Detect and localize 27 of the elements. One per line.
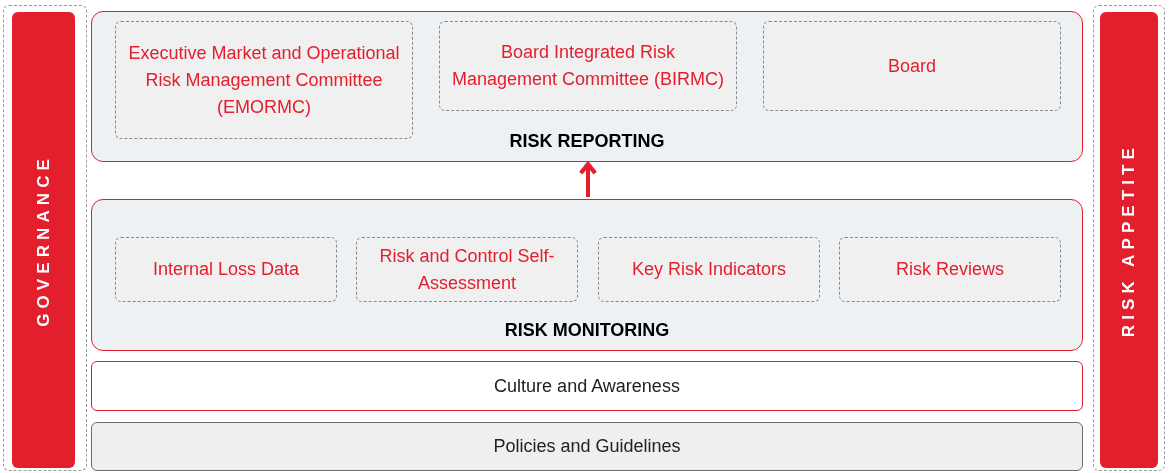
dashed-box [115,21,413,139]
box-label: Internal Loss Data [152,258,300,281]
box-label: Risk and Control Self-Assessment [378,244,556,295]
dashed-box [839,237,1061,302]
dashed-box [598,237,820,302]
dashed-box [763,21,1061,111]
dashed-box [115,237,337,302]
dashed-box [356,237,578,302]
panel-heading: RISK MONITORING [504,319,670,342]
layer-label: Policies and Guidelines [493,435,681,458]
arrow [578,162,598,197]
box-label: Risk Reviews [896,258,1004,281]
dashed-box [439,21,737,111]
banner-label: GOVERNANCE [32,153,54,327]
vertical-banner [1100,12,1158,468]
box-label: Board [887,54,936,78]
layer-panel [91,199,1083,351]
layer-label: Culture and Awareness [494,374,680,398]
layer-bar [91,361,1083,411]
box-label: Executive Market and Operational Risk Management Committee (EMORMC) [127,41,401,119]
vertical-banner [12,12,75,468]
box-label: Board Integrated Risk Management Committee (BIRMC) [450,41,726,91]
box-label: Key Risk Indicators [631,258,787,281]
panel-heading: RISK REPORTING [509,130,665,153]
layer-panel [91,11,1083,162]
layer-bar [91,422,1083,471]
banner-label: RISK APPETITE [1118,142,1140,338]
